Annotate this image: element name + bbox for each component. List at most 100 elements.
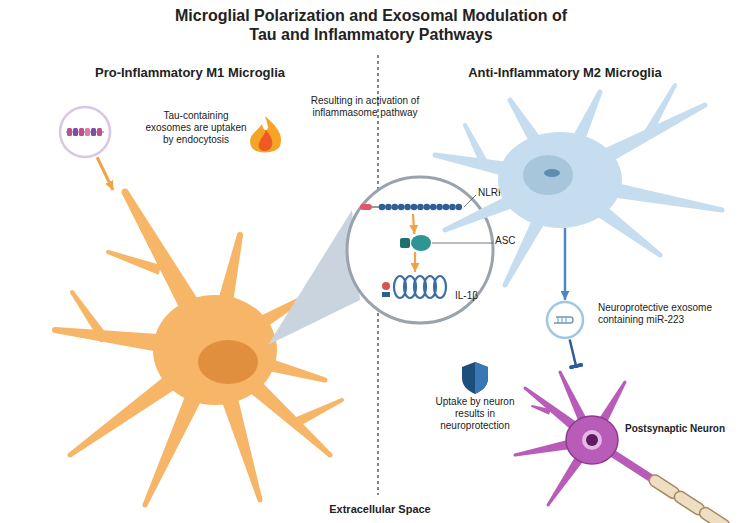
connector-arrow [570,339,577,368]
myelin-sheath [655,481,673,493]
pro-domain [382,282,390,290]
tau-segment [97,128,102,136]
tau-segment [67,128,72,136]
cell-process [532,405,551,415]
myelin-sheath [705,513,723,523]
process-tip [106,250,110,254]
process-tip [328,453,333,458]
process-tip [524,387,527,390]
cell-process [107,250,161,275]
tau-exosome: Tau-containing exosomes are uptaken by e… [57,104,113,160]
node-label: Postsynaptic Neuron [625,423,740,435]
node-label: Neuroprotective exosome containing miR-2… [598,302,723,326]
neuron-soma [566,416,618,464]
fire-icon [250,116,281,152]
m1-microglia-cell: Pro-Inflammatory M1 Microglia [50,190,330,510]
lrr-bead [456,204,463,211]
lrr-bead [411,204,418,211]
tau-segment [91,128,96,136]
annotation-label: Extracellular Space [300,503,460,516]
lrr-bead [417,204,424,211]
lrr-bead [385,204,392,211]
process-tip [143,503,148,508]
lrr-bead [424,204,431,211]
connector-arrow [414,252,416,272]
leader-line [432,243,493,244]
cell-process [463,124,489,167]
process-tip [673,83,677,87]
process-tip [463,123,467,127]
process-tip [323,378,328,383]
base-pair [566,317,567,323]
connector-arrow [564,228,567,300]
cell-process [70,291,109,343]
lrr-bead [449,204,456,211]
lrr-bead [379,204,386,211]
cell-nucleus [523,155,573,195]
exosome-membrane [60,107,110,157]
cell-process [293,398,343,427]
myelin-outline [655,481,673,493]
process-tip [340,398,344,402]
lrr-bead [392,204,399,211]
base-pair [562,317,563,323]
process-tip [720,208,725,213]
myelin-outline [680,497,698,509]
process-tip [70,290,74,294]
node-shape [490,130,640,228]
m2-microglia-cell: Anti-Inflammatory M2 Microglia [490,130,640,228]
process-tip [508,98,513,103]
node-shape [398,234,432,252]
cell-body [498,132,622,228]
process-tip [703,103,708,108]
base-pair [558,317,559,323]
process-tip [514,454,517,457]
process-tip [68,453,73,458]
pro-domain [382,292,390,297]
asc-domain [411,235,431,251]
node-label: IL-1β [455,290,495,302]
node-label: Pro-Inflammatory M1 Microglia [80,65,300,81]
node-shape [50,190,330,510]
cell-nucleus [198,340,258,384]
annotation-label: Uptake by neuron results in neuroprotect… [420,396,530,432]
asc-domain [400,238,410,248]
myelin-outline [705,513,723,523]
asc-protein: ASC [398,234,432,252]
process-tip [547,504,550,507]
process-tip [503,283,508,288]
myelin-sheath [680,497,698,509]
nlrp3-protein: NLRP3 [360,200,465,214]
connector-arrow [97,157,113,190]
linker [372,206,379,207]
pyrin-domain [360,204,372,210]
diagram-title: Microglial Polarization and Exosomal Mod… [166,6,576,44]
process-tip [443,228,448,233]
tau-segment [73,128,78,136]
il1b-cytokine: IL-1β [380,272,450,306]
magnifier-wedge [268,210,360,345]
process-tip [598,90,603,95]
neuron-nucleus [582,430,602,450]
process-tip [433,153,438,158]
exosome-membrane [547,302,583,338]
inflammasome-zoom-circle: Resulting in activation of inflammasome … [345,175,495,325]
nucleolus [586,434,598,446]
node-shape [380,272,450,306]
process-tip [258,498,263,503]
nucleolus [544,169,560,177]
node-shape [360,200,465,214]
process-tip [52,327,58,333]
process-tip [559,371,562,374]
process-tip [624,381,627,384]
lrr-bead [436,204,443,211]
fire-icon-core [259,130,273,151]
node-label: Anti-Inflammatory M2 Microglia [445,65,685,81]
cytokine-coil [434,276,446,298]
tau-segment [79,128,84,136]
mirna-hairpin [554,317,573,323]
process-tip [122,189,129,196]
lrr-bead [443,204,450,211]
